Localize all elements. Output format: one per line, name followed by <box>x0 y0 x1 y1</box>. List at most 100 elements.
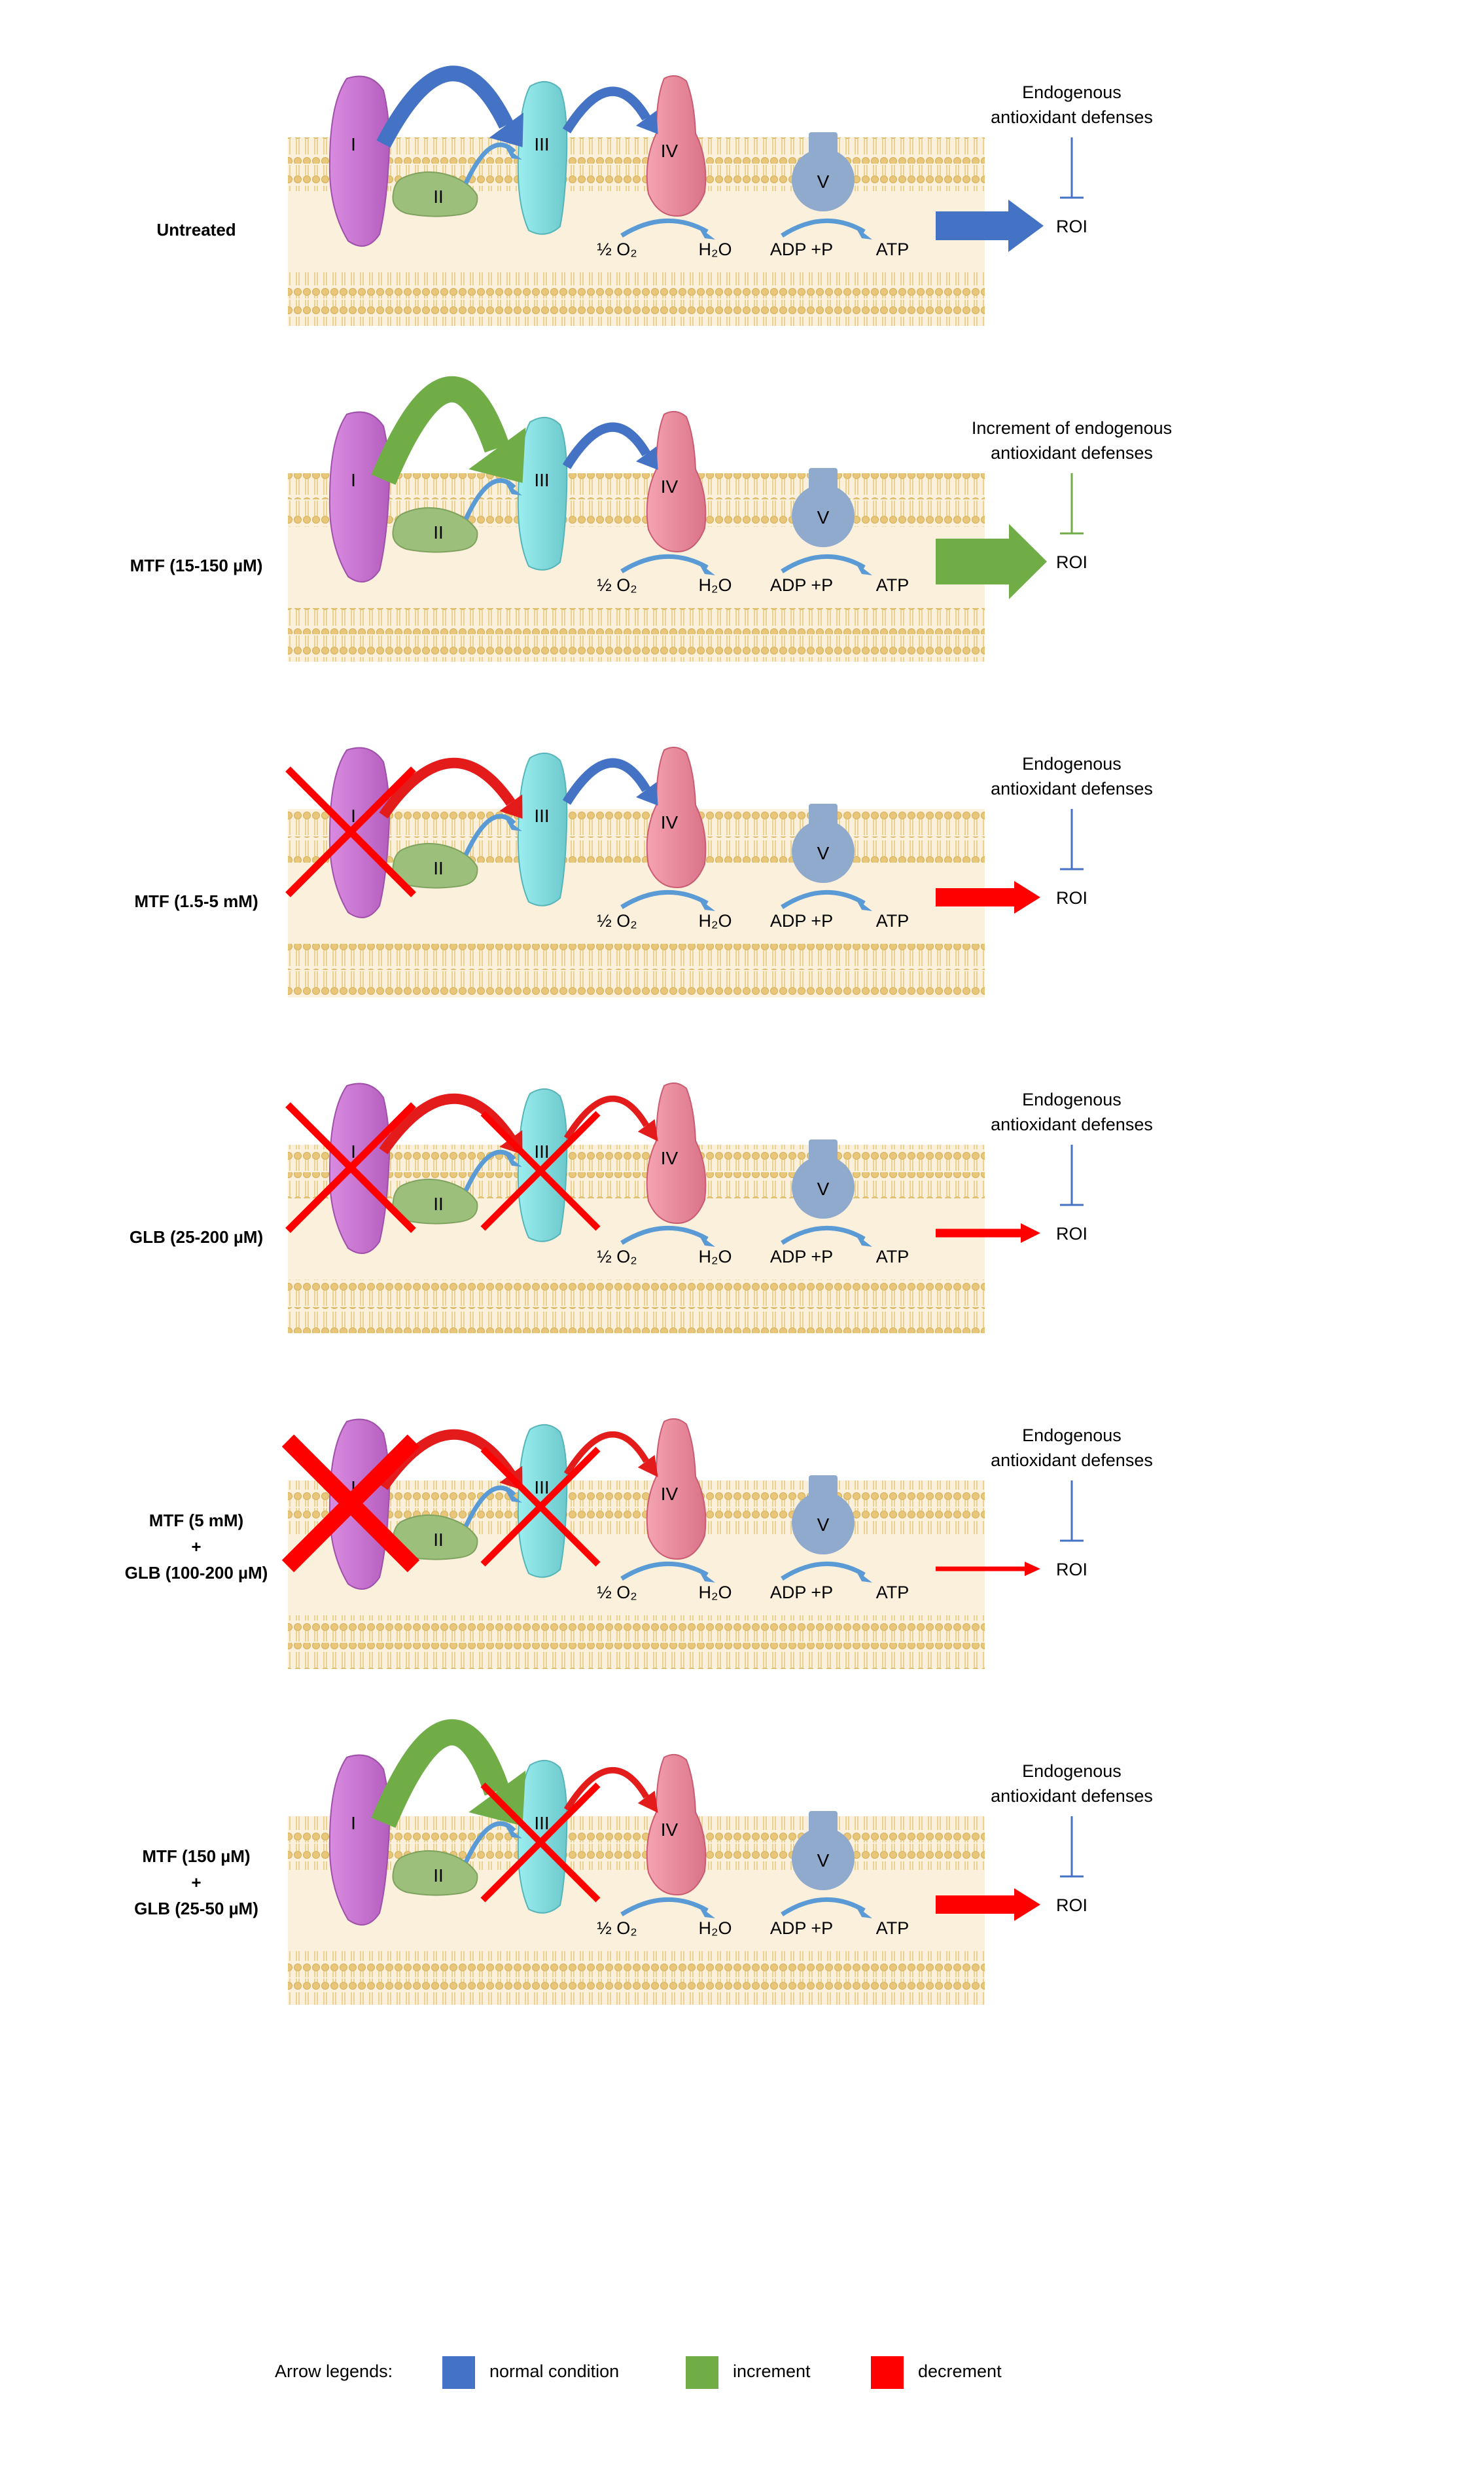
arrow-adp-to-atp-head <box>855 226 872 240</box>
inhibition-bar <box>1060 137 1084 199</box>
arrow-adp-to-atp-head <box>855 1569 872 1583</box>
roi-arrow <box>936 1223 1040 1243</box>
complex-IV-shape <box>646 75 707 217</box>
complex-II-label: II <box>433 1194 444 1214</box>
arrow-complex-III-to-IV-head <box>636 782 658 806</box>
condition-label-line: Untreated <box>156 220 236 240</box>
defenses-line: antioxidant defenses <box>991 1115 1153 1134</box>
arrow-adp-to-atp <box>781 1897 866 1916</box>
complex-III-label: III <box>534 806 549 826</box>
arrow-oxygen-to-water <box>620 554 709 573</box>
defenses-line: Increment of endogenous <box>972 418 1172 438</box>
complex-II-shape <box>392 1850 478 1896</box>
complex-III-shape <box>517 81 568 235</box>
complex-V: V <box>792 132 855 211</box>
arrow-adp-to-atp <box>781 1562 866 1581</box>
lipid-row-bottom-inner <box>288 636 985 662</box>
complex-III-shape <box>517 753 568 906</box>
arrow-complex-III-to-IV <box>563 1766 649 1812</box>
complex-V-head <box>792 1156 855 1219</box>
lipid-row-top-outer <box>288 1816 985 1842</box>
adp-label: ADP +P <box>770 911 833 931</box>
complex-I-label: I <box>351 1141 356 1162</box>
legend-swatch <box>871 2356 904 2389</box>
complex-III: III <box>517 417 568 571</box>
adp-label: ADP +P <box>770 575 833 595</box>
lipid-row-bottom-outer <box>288 1951 985 1977</box>
arrow-complex-I-to-III-head <box>489 113 524 147</box>
complex-V: V <box>792 468 855 547</box>
condition-label-line: MTF (15-150 µM) <box>130 556 263 575</box>
inhibition-bar <box>1060 1816 1084 1878</box>
arrow-complex-I-to-III <box>371 376 510 485</box>
complex-IV: IV <box>646 75 707 217</box>
water-label: H₂O <box>699 240 732 259</box>
complex-I-label: I <box>351 470 356 490</box>
membrane <box>288 1816 985 2005</box>
arrow-complex-III-to-IV-head <box>636 446 658 470</box>
lipid-row-bottom-inner <box>288 1979 985 2005</box>
water-label: H₂O <box>699 1583 732 1602</box>
complex-III-label: III <box>534 1477 549 1497</box>
roi-arrow <box>936 200 1044 252</box>
complex-II-shape <box>392 507 478 553</box>
arrow-complex-III-to-IV-head <box>637 1119 658 1141</box>
complex-IV-shape <box>646 410 707 553</box>
complex-V-label: V <box>817 1850 830 1871</box>
complex-IV-label: IV <box>661 1820 679 1840</box>
complex-II-shape <box>392 171 478 217</box>
lipid-row-top-outer <box>288 1480 985 1507</box>
complex-V: V <box>792 804 855 883</box>
inhibition-cross-complex-III-stroke-b <box>480 1782 601 1903</box>
roi-arrow <box>936 1888 1040 1921</box>
arrow-complex-I-to-III <box>379 1093 516 1155</box>
arrow-complex-I-to-III <box>379 757 516 819</box>
arrow-oxygen-to-water <box>620 1225 709 1245</box>
membrane <box>288 809 985 997</box>
complex-I-shape <box>328 411 390 583</box>
arrow-oxygen-to-water <box>620 889 709 909</box>
condition-label-line: MTF (5 mM) <box>149 1511 243 1530</box>
complex-IV-label: IV <box>661 812 679 833</box>
atp-label: ATP <box>876 1247 910 1266</box>
adp-label: ADP +P <box>770 1247 833 1266</box>
legend-label: increment <box>733 2361 811 2381</box>
legend-label: decrement <box>918 2361 1002 2381</box>
arrow-oxygen-to-water <box>620 1897 709 1916</box>
arrow-complex-II-to-III-head <box>505 482 522 495</box>
complex-I-label: I <box>351 806 356 826</box>
complex-I-label: I <box>351 134 356 154</box>
complex-I: I <box>328 747 390 918</box>
arrow-complex-III-to-IV <box>563 1431 649 1476</box>
condition-label-line: + <box>191 1873 201 1892</box>
complex-I-shape <box>328 1754 390 1926</box>
arrow-complex-I-to-III <box>376 65 514 148</box>
lipid-row-bottom-outer <box>288 1280 985 1306</box>
arrow-adp-to-atp <box>781 1226 866 1245</box>
lipid-row-top-outer <box>288 473 985 499</box>
complex-V-stalk <box>809 1139 838 1162</box>
legend-item: increment <box>686 2356 811 2389</box>
roi-label: ROI <box>1056 1895 1087 1915</box>
defenses-line: Endogenous <box>1022 82 1122 102</box>
complex-I-shape <box>328 75 390 247</box>
defenses-line: antioxidant defenses <box>991 1450 1153 1470</box>
complex-IV-label: IV <box>661 1148 679 1168</box>
arrow-oxygen-to-water-head <box>698 226 715 240</box>
arrow-complex-III-to-IV <box>562 422 650 469</box>
complex-IV-shape <box>646 1082 707 1225</box>
adp-label: ADP +P <box>770 1918 833 1938</box>
roi-arrow <box>936 1562 1040 1576</box>
lipid-row-top-inner <box>288 836 985 863</box>
complex-V-stalk <box>809 1811 838 1833</box>
condition-label-line: GLB (25-50 µM) <box>134 1899 258 1918</box>
complex-I-shape <box>328 747 390 918</box>
